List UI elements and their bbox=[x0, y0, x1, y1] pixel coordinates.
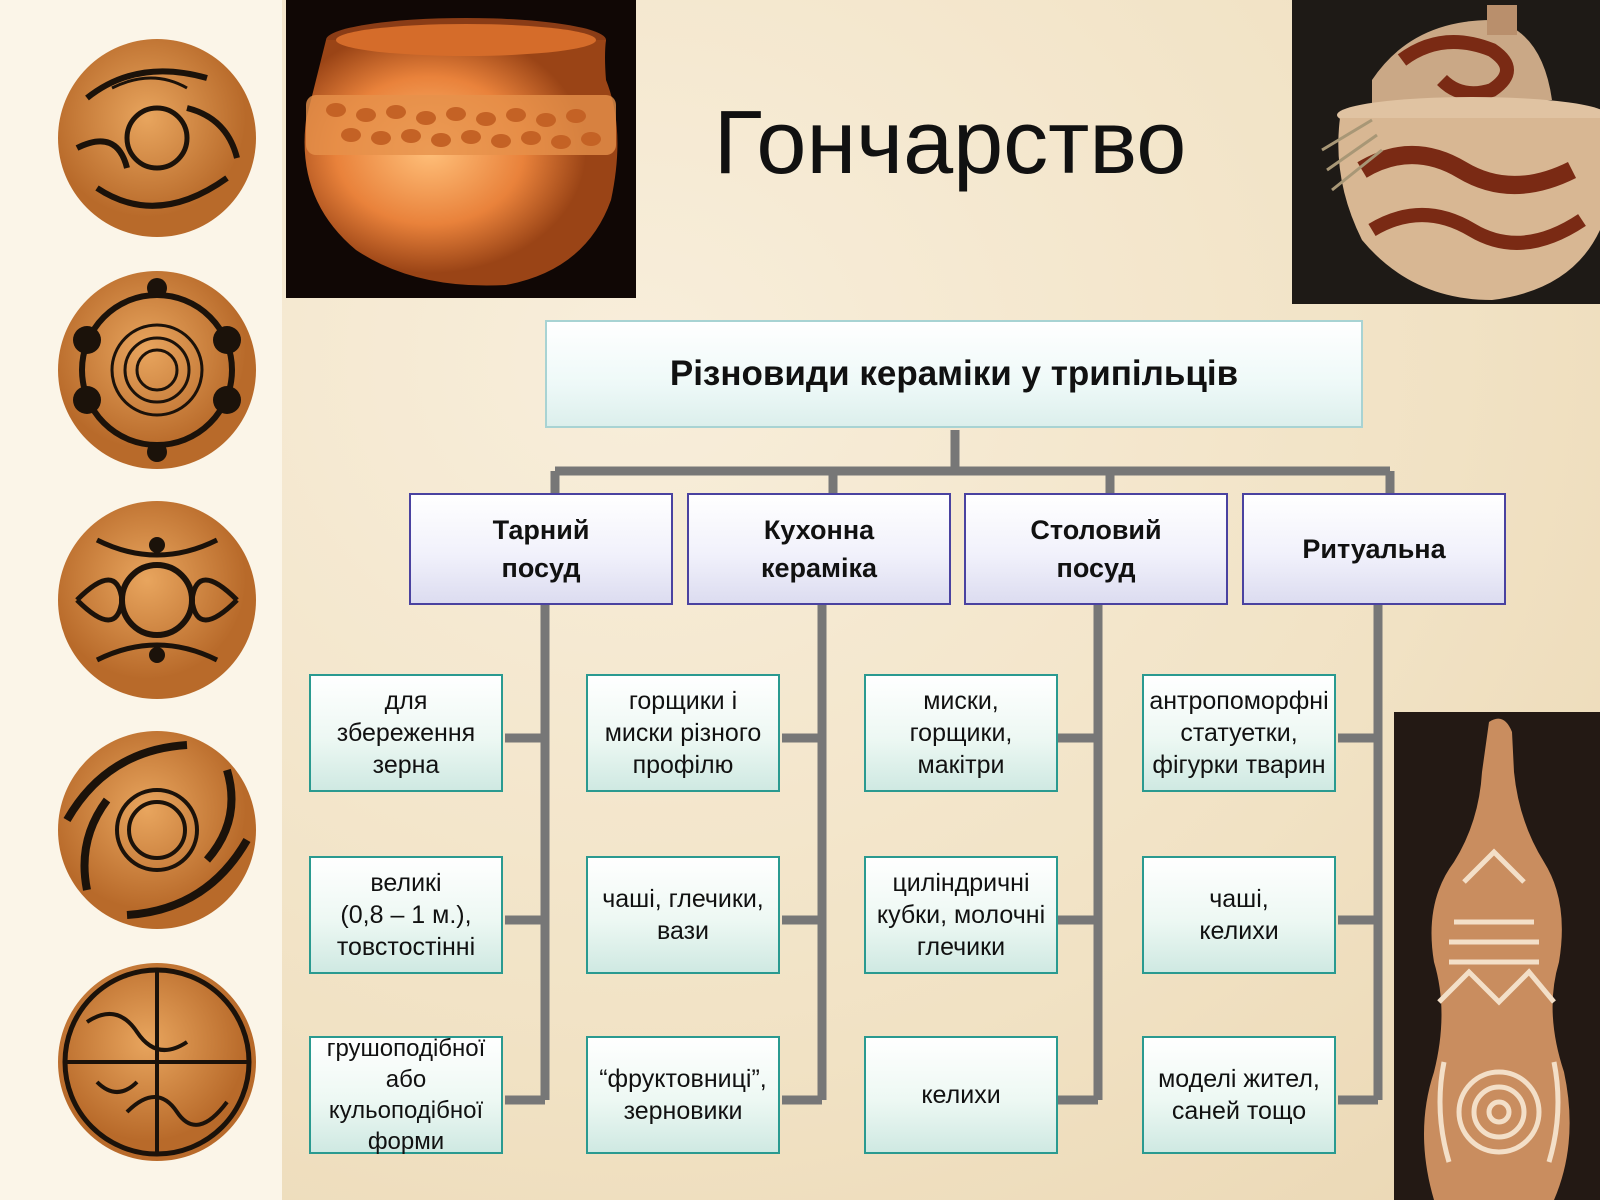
leaf-box: великі (0,8 – 1 м.), товстостінні bbox=[309, 856, 503, 974]
branch-3 bbox=[1058, 605, 1103, 1105]
leaf-box: циліндричні кубки, молочні глечики bbox=[864, 856, 1058, 974]
leaf-label: миски, горщики, макітри bbox=[909, 687, 1013, 779]
category-box-4: Ритуальна bbox=[1242, 493, 1506, 605]
leaf-box: грушоподібної або кульоподібної форми bbox=[309, 1035, 503, 1155]
pot-photo bbox=[286, 0, 636, 298]
category-box-3: Столовий посуд bbox=[964, 493, 1228, 605]
branch-1 bbox=[505, 605, 550, 1105]
leaf-box: келихи bbox=[864, 1036, 1058, 1154]
category-box-1: Тарний посуд bbox=[409, 493, 673, 605]
ornament-disc-1 bbox=[57, 38, 257, 238]
leaf-label: грушоподібної або кульоподібної форми bbox=[326, 1035, 486, 1155]
leaf-label: циліндричні кубки, молочні глечики bbox=[876, 869, 1046, 961]
category-label: Тарний посуд bbox=[492, 515, 590, 583]
ornament-disc-3 bbox=[57, 500, 257, 700]
leaf-box: миски, горщики, макітри bbox=[864, 674, 1058, 792]
leaf-box: чаші, глечики, вази bbox=[586, 856, 780, 974]
slide-title: Гончарство bbox=[713, 93, 1187, 193]
leaf-label: великі (0,8 – 1 м.), товстостінні bbox=[336, 869, 476, 961]
leaf-box: чаші, келихи bbox=[1142, 856, 1336, 974]
diagram-root-box: Різновиди кераміки у трипільців bbox=[545, 320, 1363, 428]
painted-vessels-photo bbox=[1292, 0, 1600, 304]
leaf-label: келихи bbox=[921, 1081, 1001, 1109]
leaf-label: моделі жител, саней тощо bbox=[1158, 1065, 1320, 1125]
category-label: Столовий посуд bbox=[1030, 515, 1162, 583]
leaf-label: чаші, келихи bbox=[1199, 885, 1279, 945]
branch-2 bbox=[782, 605, 827, 1105]
leaf-box: моделі жител, саней тощо bbox=[1142, 1036, 1336, 1154]
leaf-box: для збереження зерна bbox=[309, 674, 503, 792]
leaf-label: антропоморфні статуетки, фігурки тварин bbox=[1149, 687, 1329, 779]
diagram-root-label: Різновиди кераміки у трипільців bbox=[669, 354, 1239, 393]
ornament-disc-5 bbox=[57, 962, 257, 1162]
ornament-disc-4 bbox=[57, 730, 257, 930]
category-box-2: Кухонна кераміка bbox=[687, 493, 951, 605]
figurine-photo bbox=[1394, 712, 1600, 1200]
leaf-box: антропоморфні статуетки, фігурки тварин bbox=[1142, 674, 1336, 792]
category-label: Кухонна кераміка bbox=[760, 515, 878, 583]
leaf-label: чаші, глечики, вази bbox=[602, 885, 764, 945]
ornament-disc-2 bbox=[57, 270, 257, 470]
leaf-label: “фруктовниці”, зерновики bbox=[599, 1065, 767, 1125]
leaf-label: горщики і миски різного профілю bbox=[604, 687, 762, 779]
leaf-label: для збереження зерна bbox=[336, 687, 476, 779]
branch-4 bbox=[1338, 605, 1383, 1105]
leaf-box: горщики і миски різного профілю bbox=[586, 674, 780, 792]
category-label: Ритуальна bbox=[1302, 534, 1446, 564]
leaf-box: “фруктовниці”, зерновики bbox=[586, 1036, 780, 1154]
